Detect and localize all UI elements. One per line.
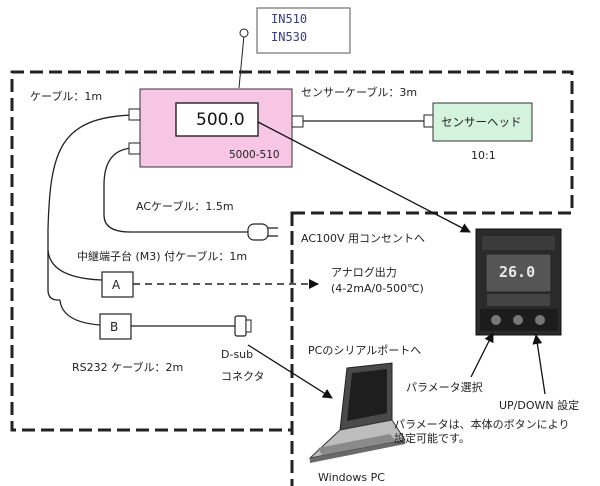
param-select-label: パラメータ選択 [406,381,483,394]
callout-model-2: IN530 [271,30,308,44]
callout-dot [239,28,249,38]
sensor-head-label: センサーヘッド [441,115,522,129]
dsub-connector [234,315,247,337]
unit-display-value: 500.0 [196,110,245,130]
dsub-label: D-sub [221,348,254,361]
dsub-label-2: コネクタ [221,370,265,383]
terminal-b-label: B [110,320,119,334]
dsub-to-pc-arrow [247,344,333,399]
panel-meter [475,228,562,336]
sensor-port [423,114,434,128]
cable-label-rs232: RS232 ケーブル：2m [72,361,184,374]
pc-serial-label: PCのシリアルポートへ [308,344,422,357]
meter-display-value: 26.0 [499,263,536,281]
port-left-top [128,108,141,121]
params-note-1: パラメータは、本体のボタンにより [394,418,570,431]
outlet-label: AC100V 用コンセントへ [301,232,426,245]
cable-label-sensor: センサーケーブル：3m [301,86,418,99]
cable-label-relay: 中継端子台 (M3) 付ケーブル：1m [77,250,248,263]
terminal-a-label: A [112,278,121,292]
updown-arrow [532,334,546,395]
params-note-2: 設定可能です。 [394,432,470,445]
callout-leader [238,34,245,89]
controller-display [175,102,259,137]
sensor-head-box [432,102,533,142]
relay-cable [47,249,103,281]
cable-label-1m: ケーブル：1m [30,90,103,103]
cable-label-ac: ACケーブル：1.5m [136,200,234,213]
analog-output-range: (4-2mA/0-500℃) [331,282,424,295]
dsub-connector-tip [245,319,252,333]
cable-1m [47,114,133,301]
unit-to-meter-arrow [257,121,471,233]
pc-label: Windows PC [318,471,385,484]
ac-plug [247,223,269,241]
relay-cable-b [59,299,101,326]
port-right [291,115,304,128]
model-callout-box [256,7,351,54]
analog-output-label: アナログ出力 [331,266,397,279]
port-left-bottom [128,142,141,155]
sensor-ratio: 10:1 [471,149,496,162]
laptop-icon [308,362,406,463]
unit-model: 5000-510 [229,149,280,161]
terminal-a [101,271,134,298]
callout-model-1: IN510 [271,12,308,26]
param-select-arrow [470,332,494,378]
updown-label: UP/DOWN 設定 [499,399,580,412]
ac-cable [103,147,248,233]
